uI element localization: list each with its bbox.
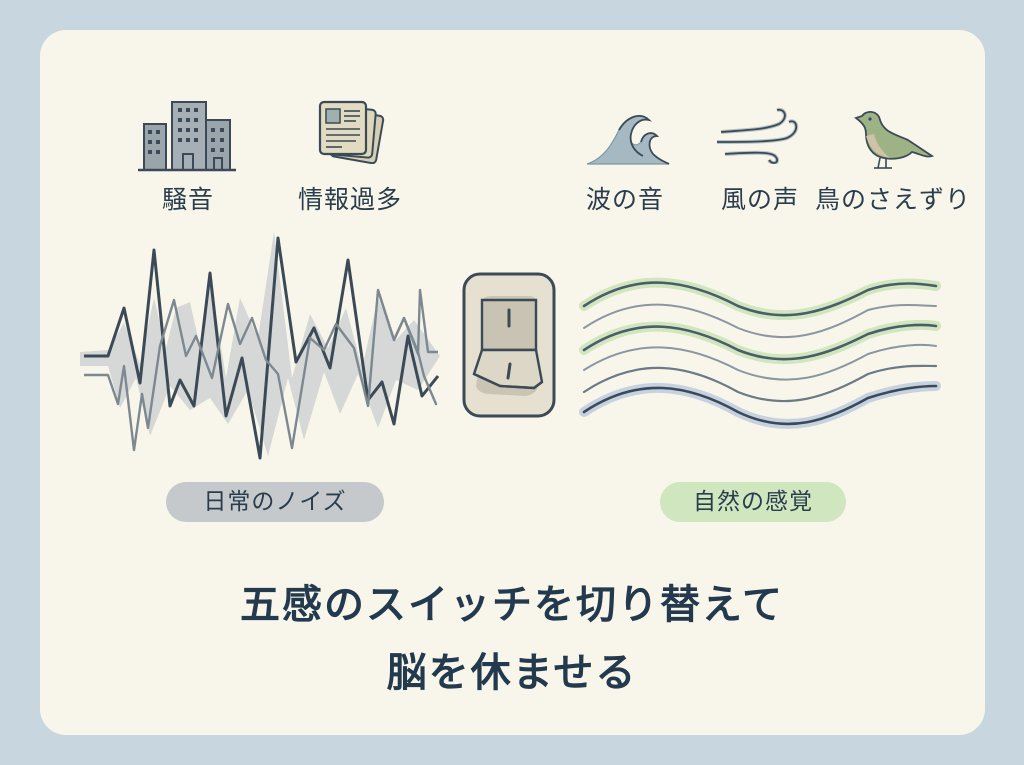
calm-waves (579, 277, 941, 429)
wave-icon (586, 115, 670, 165)
headline-line-1: 五感のスイッチを切り替えて (240, 582, 784, 628)
label-wave-sound: 波の音 (585, 185, 664, 214)
label-bird-song: 鳥のさえずり (815, 185, 972, 214)
wind-icon (716, 107, 799, 164)
label-wind-voice: 風の声 (720, 185, 799, 214)
buildings-icon (138, 101, 236, 172)
noise-waveform (80, 232, 440, 460)
label-info-overload: 情報過多 (297, 185, 402, 214)
bird-icon (854, 111, 935, 169)
light-switch-icon (462, 272, 556, 418)
label-noise: 騒音 (161, 185, 214, 214)
badge-nature-sense: 自然の感覚 (660, 482, 846, 522)
documents-icon (318, 100, 385, 164)
headline-line-2: 脳を休ませる (386, 650, 638, 696)
badge-daily-noise: 日常のノイズ (166, 482, 384, 522)
